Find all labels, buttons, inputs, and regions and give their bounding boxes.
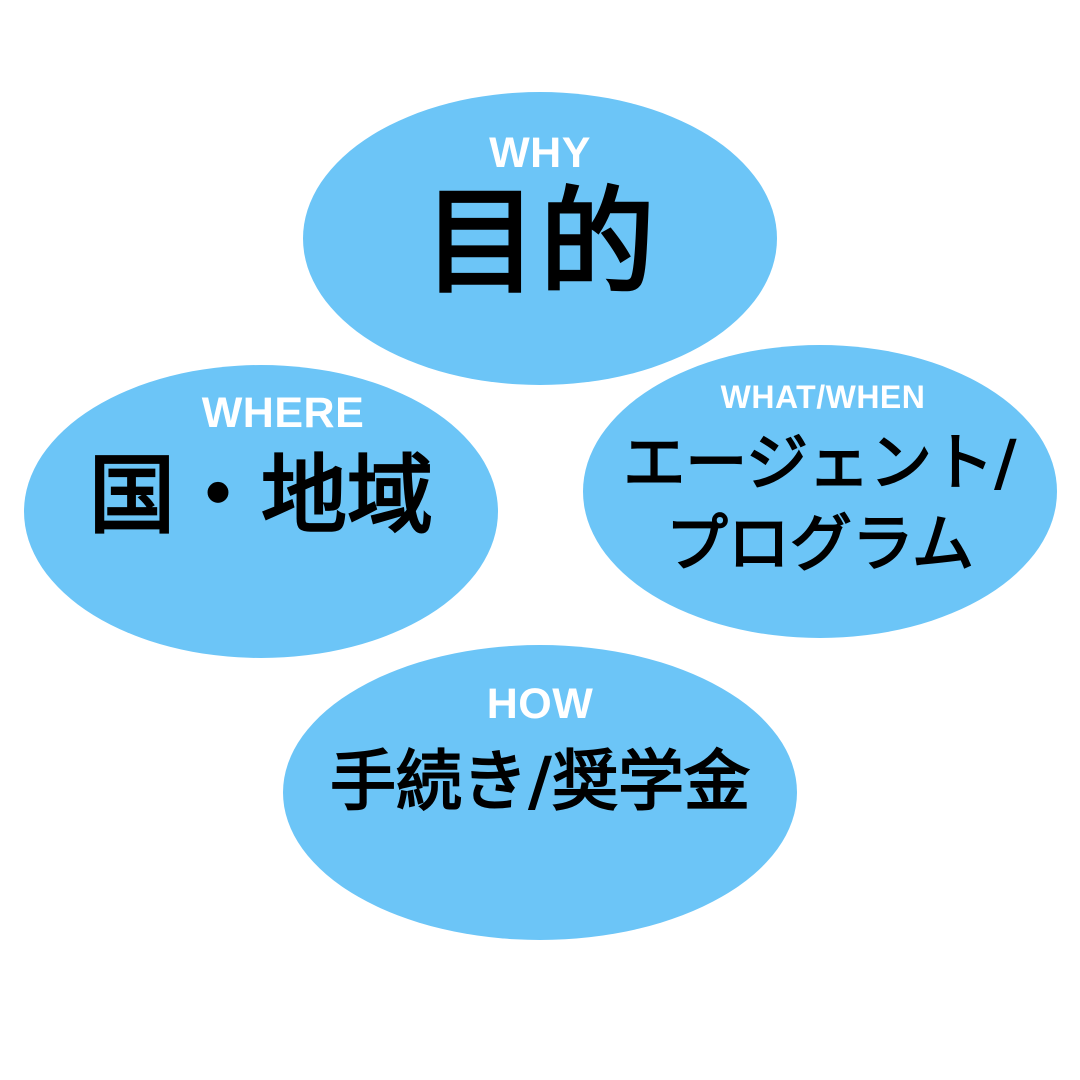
node-why-label: 目的 [422,176,657,310]
node-where-kicker: WHERE [201,389,365,437]
node-why-kicker: WHY [489,129,591,177]
node-whatwhen-label: エージェント/ プログラム [623,423,1016,584]
node-how-kicker: HOW [486,680,594,728]
node-whatwhen-label-line1: エージェント/ [623,426,1017,499]
node-whatwhen-kicker: WHAT/WHEN [720,379,926,415]
node-how-label: 手続き/奨学金 [329,743,751,820]
node-where-label: 国・地域 [89,446,433,546]
diagram-node-whatwhen[interactable]: WHAT/WHEN エージェント/ プログラム [583,345,1057,638]
diagram-node-why[interactable]: WHY 目的 [303,92,777,385]
node-whatwhen-label-line2: プログラム [665,507,975,581]
diagram-node-how[interactable]: HOW 手続き/奨学金 [283,645,797,940]
diagram-node-where[interactable]: WHERE 国・地域 [24,365,498,658]
